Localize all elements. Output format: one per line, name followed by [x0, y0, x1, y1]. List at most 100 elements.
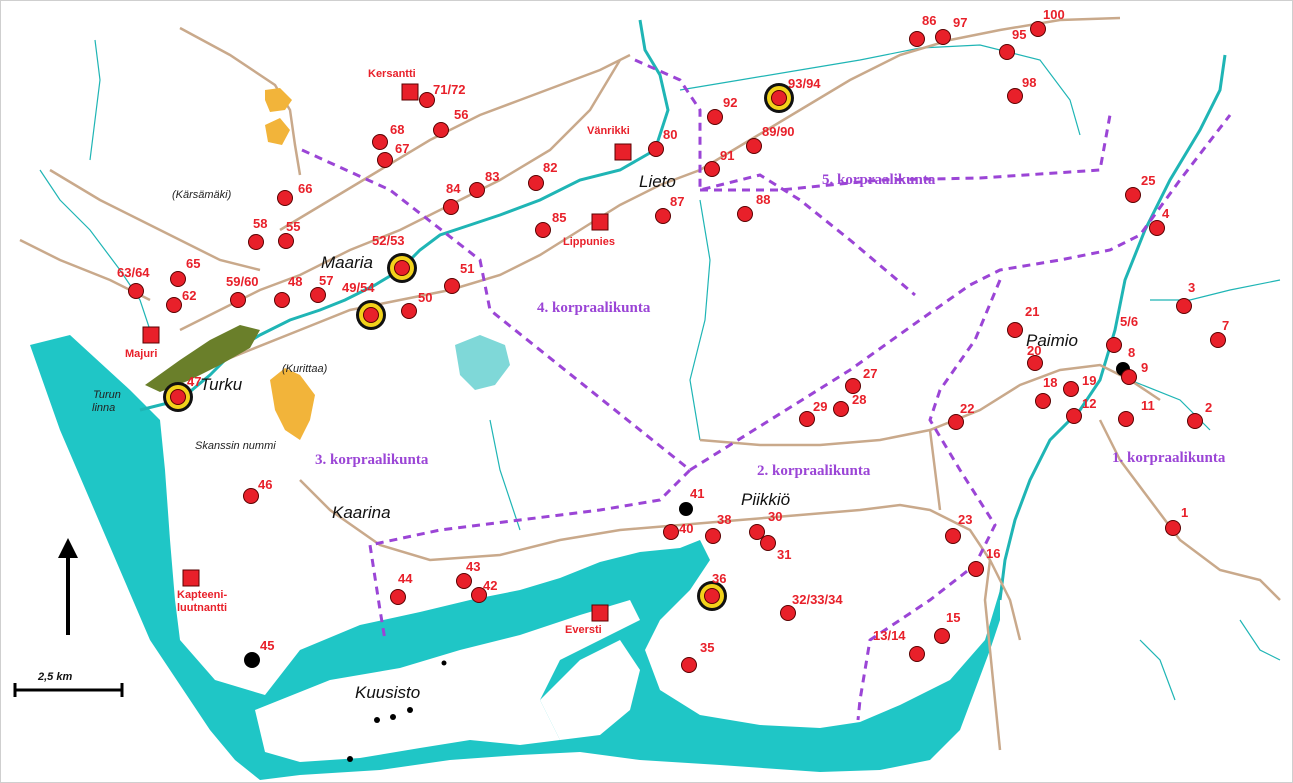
site-label: 9 — [1141, 360, 1148, 375]
site-87[interactable]: 87 — [655, 194, 685, 224]
site-95[interactable]: 95 — [999, 27, 1027, 60]
site-80[interactable]: 80 — [648, 127, 678, 157]
site-57[interactable]: 57 — [310, 273, 334, 303]
site-label: 36 — [712, 571, 726, 586]
site-dot-icon — [1007, 88, 1023, 104]
site-83[interactable]: 83 — [469, 169, 500, 198]
site-92[interactable]: 92 — [707, 95, 738, 125]
rank-square-icon — [591, 213, 609, 231]
site-15[interactable]: 15 — [934, 610, 961, 644]
site-82[interactable]: 82 — [528, 160, 558, 191]
site-59-60[interactable]: 59/60 — [226, 274, 259, 308]
rank-majuri[interactable]: Majuri — [125, 326, 160, 360]
site-21[interactable]: 21 — [1007, 304, 1040, 338]
site-86[interactable]: 86 — [909, 13, 937, 47]
site-30[interactable]: 30 — [749, 509, 783, 540]
rank-lippunies[interactable]: Lippunies — [563, 213, 615, 248]
site-68[interactable]: 68 — [372, 122, 405, 150]
site-52-53[interactable]: 52/53 — [372, 233, 417, 283]
site-31[interactable]: 31 — [760, 535, 792, 563]
site-dot-icon — [433, 122, 449, 138]
site-63-64[interactable]: 63/64 — [117, 265, 150, 299]
site-28[interactable]: 28 — [833, 392, 867, 417]
site-label: 55 — [286, 219, 300, 234]
site-56[interactable]: 56 — [433, 107, 469, 138]
site-dot-icon — [310, 287, 326, 303]
site-93-94[interactable]: 93/94 — [764, 76, 821, 113]
site-62[interactable]: 62 — [166, 288, 197, 313]
site-dot-icon — [968, 561, 984, 577]
site-4[interactable]: 4 — [1149, 206, 1171, 236]
site-27[interactable]: 27 — [845, 366, 878, 394]
site-100[interactable]: 100 — [1030, 7, 1065, 37]
rank-vanrikki[interactable]: Vänrikki — [587, 125, 632, 161]
site-65[interactable]: 65 — [170, 256, 201, 287]
site-dot-icon — [1066, 408, 1082, 424]
site-1[interactable]: 1 — [1165, 505, 1189, 536]
site-label: 19 — [1082, 373, 1096, 388]
site-label: 16 — [986, 546, 1000, 561]
site-43[interactable]: 43 — [456, 559, 481, 589]
site-19[interactable]: 19 — [1063, 373, 1097, 397]
site-18[interactable]: 18 — [1035, 375, 1058, 409]
site-label: 23 — [958, 512, 972, 527]
site-29[interactable]: 29 — [799, 399, 828, 427]
site-50[interactable]: 50 — [401, 290, 433, 319]
site-67[interactable]: 67 — [377, 141, 410, 168]
site-46[interactable]: 46 — [243, 477, 273, 504]
rank-kersantti[interactable]: Kersantti — [368, 68, 419, 101]
site-dot-icon — [1035, 393, 1051, 409]
site-40[interactable]: 40 — [663, 521, 694, 540]
site-5-6[interactable]: 5/6 — [1106, 314, 1139, 353]
site-22[interactable]: 22 — [948, 401, 975, 430]
site-58[interactable]: 58 — [248, 216, 268, 250]
site-51[interactable]: 51 — [444, 261, 475, 294]
site-48[interactable]: 48 — [274, 274, 303, 308]
site-88[interactable]: 88 — [737, 192, 771, 222]
site-45[interactable]: 45 — [260, 638, 274, 653]
site-38[interactable]: 38 — [705, 512, 732, 544]
site-3[interactable]: 3 — [1176, 280, 1196, 314]
site-20[interactable]: 20 — [1027, 343, 1043, 371]
site-32-33-34[interactable]: 32/33/34 — [780, 592, 844, 621]
site-55[interactable]: 55 — [278, 219, 301, 249]
site-dot-icon — [780, 605, 796, 621]
site-label: 41 — [690, 486, 704, 501]
rank-label: Lippunies — [563, 236, 615, 248]
rank-kapteeni-1[interactable]: Kapteeni- — [177, 569, 227, 601]
site-84[interactable]: 84 — [443, 181, 462, 215]
site-97[interactable]: 97 — [935, 15, 968, 45]
site-7[interactable]: 7 — [1210, 318, 1230, 348]
site-dot-icon — [1165, 520, 1181, 536]
site-dot-icon — [1176, 298, 1192, 314]
site-71-72[interactable]: 71/72 — [419, 82, 466, 108]
site-25[interactable]: 25 — [1125, 173, 1156, 203]
site-9[interactable]: 9 — [1121, 360, 1149, 385]
site-2[interactable]: 2 — [1187, 400, 1213, 429]
site-dot-icon — [274, 292, 290, 308]
rank-eversti[interactable]: Eversti — [565, 604, 609, 636]
site-49-54[interactable]: 49/54 — [342, 280, 386, 330]
rank-label: Kapteeni- — [177, 589, 227, 601]
site-47[interactable]: 47 — [163, 374, 201, 412]
site-98[interactable]: 98 — [1007, 75, 1037, 104]
site-dot-icon — [1187, 413, 1203, 429]
rank-label: Majuri — [125, 348, 157, 360]
site-44[interactable]: 44 — [390, 571, 414, 605]
site-35[interactable]: 35 — [681, 640, 715, 673]
site-89-90[interactable]: 89/90 — [746, 124, 795, 154]
site-11[interactable]: 11 — [1118, 398, 1155, 427]
site-91[interactable]: 91 — [704, 148, 735, 177]
rank-kapteeni-2[interactable]: luutnantti — [177, 602, 227, 614]
site-42[interactable]: 42 — [471, 578, 498, 603]
site-66[interactable]: 66 — [277, 181, 313, 206]
site-16[interactable]: 16 — [968, 546, 1001, 577]
site-85[interactable]: 85 — [535, 210, 567, 238]
site-13-14[interactable]: 13/14 — [873, 628, 925, 662]
site-12[interactable]: 12 — [1066, 396, 1097, 424]
site-label: 68 — [390, 122, 404, 137]
site-41[interactable]: 41 — [690, 486, 704, 501]
site-36[interactable]: 36 — [697, 571, 727, 611]
site-23[interactable]: 23 — [945, 512, 973, 544]
site-8[interactable]: 8 — [1128, 345, 1135, 360]
